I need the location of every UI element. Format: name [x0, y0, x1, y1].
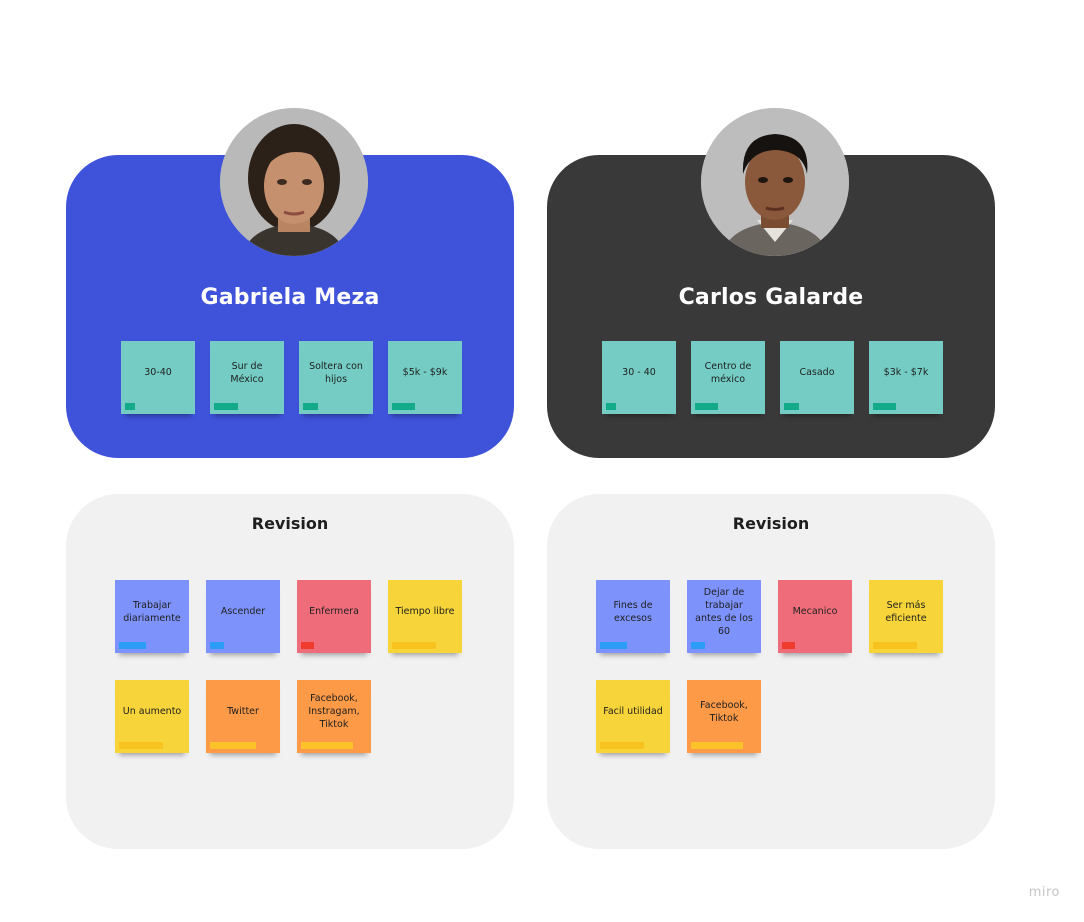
sticky-tag: [301, 642, 314, 649]
sticky-note-text: Trabajar diariamente: [123, 599, 181, 624]
sticky-note[interactable]: Facebook, Instragam, Tiktok: [297, 680, 371, 753]
sticky-note[interactable]: Enfermera: [297, 580, 371, 653]
review-notes-row: Trabajar diariamente Ascender Enfermera …: [115, 580, 479, 653]
sticky-note-text: Ser más eficiente: [885, 599, 927, 624]
sticky-note-text: $5k - $9k: [402, 367, 448, 378]
sticky-tag: [210, 642, 224, 649]
avatar-man-photo[interactable]: [701, 108, 849, 256]
sticky-note-text: $3k - $7k: [883, 367, 929, 378]
sticky-tag: [873, 403, 896, 410]
sticky-note[interactable]: Fines de excesos: [596, 580, 670, 653]
persona-card-gabriela[interactable]: Gabriela Meza 30-40 Sur de México Solter…: [66, 108, 514, 458]
sticky-note[interactable]: Casado: [780, 341, 854, 414]
persona-notes-row: 30 - 40 Centro de méxico Casado $3k - $7…: [602, 341, 958, 414]
review-notes-row: Un aumento Twitter Facebook, Instragam, …: [115, 680, 388, 753]
sticky-note[interactable]: Mecanico: [778, 580, 852, 653]
sticky-note[interactable]: Centro de méxico: [691, 341, 765, 414]
sticky-note-text: Dejar de trabajar antes de los 60: [695, 586, 753, 637]
sticky-tag: [392, 642, 436, 649]
sticky-note-text: Twitter: [227, 706, 259, 717]
sticky-tag: [301, 742, 353, 749]
sticky-note[interactable]: Facebook, Tiktok: [687, 680, 761, 753]
review-card-gabriela[interactable]: Revision Trabajar diariamente Ascender E…: [66, 494, 514, 849]
sticky-tag: [392, 403, 415, 410]
sticky-tag: [125, 403, 135, 410]
sticky-note-text: Facil utilidad: [603, 706, 663, 717]
sticky-note-text: Mecanico: [792, 606, 838, 617]
sticky-note-text: Facebook, Tiktok: [700, 699, 748, 724]
sticky-tag: [600, 642, 627, 649]
review-notes-row: Facil utilidad Facebook, Tiktok: [596, 680, 778, 753]
sticky-tag: [600, 742, 644, 749]
sticky-note-text: Fines de excesos: [613, 599, 653, 624]
sticky-note-text: Tiempo libre: [395, 606, 455, 617]
sticky-tag: [691, 642, 705, 649]
persona-name: Carlos Galarde: [678, 285, 864, 310]
sticky-tag: [695, 403, 718, 410]
sticky-note-text: 30 - 40: [622, 367, 656, 378]
sticky-tag: [691, 742, 743, 749]
sticky-note[interactable]: Facil utilidad: [596, 680, 670, 753]
miro-watermark: miro: [1028, 885, 1060, 900]
sticky-note[interactable]: Soltera con hijos: [299, 341, 373, 414]
sticky-tag: [119, 742, 163, 749]
sticky-tag: [606, 403, 616, 410]
review-card-carlos[interactable]: Revision Fines de excesos Dejar de traba…: [547, 494, 995, 849]
sticky-note-text: Sur de México: [230, 360, 264, 385]
sticky-note-text: Un aumento: [122, 706, 182, 717]
sticky-note[interactable]: 30 - 40: [602, 341, 676, 414]
persona-notes-row: 30-40 Sur de México Soltera con hijos $5…: [121, 341, 477, 414]
review-title: Revision: [251, 514, 329, 533]
sticky-note-text: Centro de méxico: [704, 360, 752, 385]
sticky-tag: [210, 742, 256, 749]
avatar-woman-photo[interactable]: [220, 108, 368, 256]
sticky-note[interactable]: Un aumento: [115, 680, 189, 753]
sticky-note[interactable]: Tiempo libre: [388, 580, 462, 653]
review-title: Revision: [732, 514, 810, 533]
sticky-tag: [784, 403, 799, 410]
persona-name: Gabriela Meza: [200, 285, 380, 310]
sticky-note-text: 30-40: [144, 367, 172, 378]
sticky-note-text: Enfermera: [309, 606, 359, 617]
sticky-note[interactable]: Ser más eficiente: [869, 580, 943, 653]
sticky-tag: [214, 403, 238, 410]
review-notes-row: Fines de excesos Dejar de trabajar antes…: [596, 580, 960, 653]
sticky-note-text: Soltera con hijos: [309, 360, 363, 385]
sticky-note-text: Casado: [799, 367, 835, 378]
sticky-note[interactable]: 30-40: [121, 341, 195, 414]
sticky-note[interactable]: Sur de México: [210, 341, 284, 414]
sticky-note[interactable]: $3k - $7k: [869, 341, 943, 414]
sticky-note[interactable]: Twitter: [206, 680, 280, 753]
sticky-tag: [782, 642, 795, 649]
sticky-tag: [303, 403, 318, 410]
sticky-note-text: Ascender: [220, 606, 266, 617]
sticky-note[interactable]: Dejar de trabajar antes de los 60: [687, 580, 761, 653]
sticky-note[interactable]: Ascender: [206, 580, 280, 653]
sticky-tag: [873, 642, 917, 649]
persona-card-carlos[interactable]: Carlos Galarde 30 - 40 Centro de méxico …: [547, 108, 995, 458]
sticky-note-text: Facebook, Instragam, Tiktok: [308, 693, 360, 730]
sticky-tag: [119, 642, 146, 649]
sticky-note[interactable]: $5k - $9k: [388, 341, 462, 414]
sticky-note[interactable]: Trabajar diariamente: [115, 580, 189, 653]
